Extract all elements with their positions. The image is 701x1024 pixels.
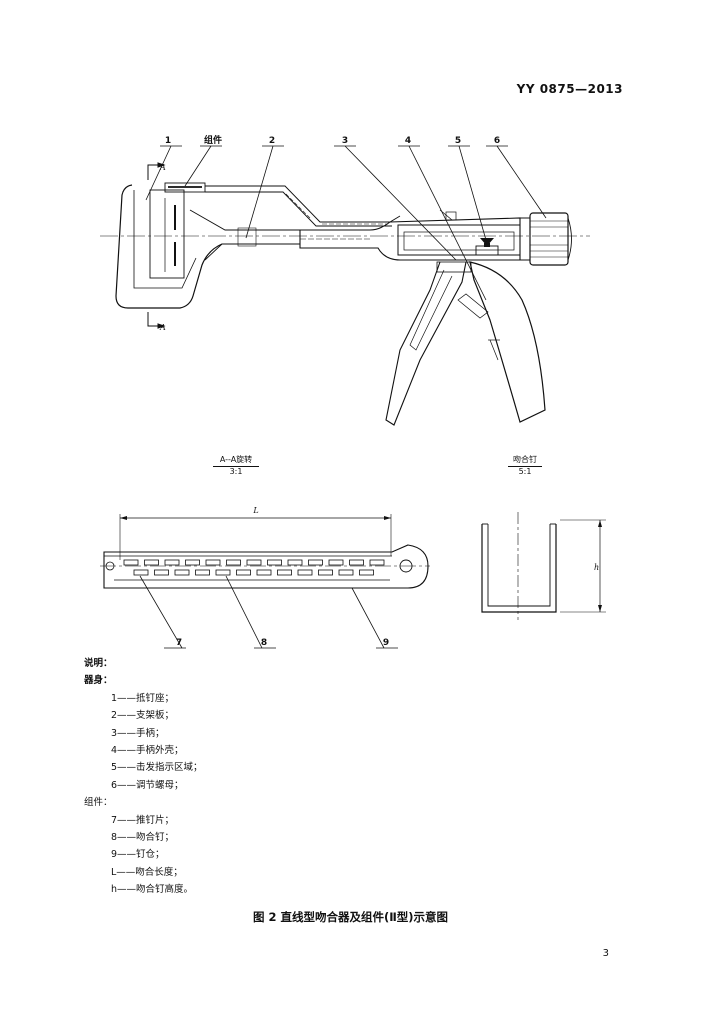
caption-section-label: A--A旋转: [219, 455, 253, 464]
staple-slot: [174, 569, 190, 576]
staple-slot: [215, 569, 231, 576]
staple-slot: [185, 559, 200, 566]
callout-2: 2: [269, 136, 275, 146]
staple-slot: [338, 569, 354, 576]
section-mark-bottom: A: [159, 323, 166, 332]
staple-slot: [226, 559, 241, 566]
legend-group-body: 器身：: [84, 675, 113, 687]
legend-item: 1——抵钉座；: [111, 692, 175, 704]
staple-slot: [236, 569, 251, 576]
staple-slot: [144, 559, 159, 566]
staple-slot: [256, 569, 272, 576]
staple-slot: [369, 559, 385, 566]
legend-item: 5——击发指示区域；: [111, 762, 203, 774]
legend-item: 4——手柄外壳；: [111, 745, 184, 757]
figure-title: 图 2 直线型吻合器及组件(Ⅱ型)示意图: [252, 910, 449, 924]
legend-item: 9——钉仓；: [111, 849, 165, 861]
callout-8: 8: [261, 638, 267, 648]
caption-staple-label: 吻合钉: [513, 455, 537, 464]
staple-slot: [123, 559, 139, 566]
legend-group-component: 组件：: [84, 797, 113, 809]
legend-item: 2——支架板；: [111, 710, 175, 722]
callout-6: 6: [494, 136, 500, 146]
cartridge-drawing: [100, 514, 430, 649]
caption-staple-scale: 5:1: [508, 466, 542, 477]
callout-labels: 1 组件 2 3 4 5 6 A A: [159, 134, 500, 332]
staple-slot: [195, 569, 210, 576]
staple-slot: [133, 569, 149, 576]
section-mark-top: A: [159, 163, 166, 172]
legend-item: L——吻合长度；: [111, 866, 183, 878]
staple-slot: [164, 559, 180, 566]
page-number: 3: [602, 948, 609, 959]
staple-slot: [277, 569, 292, 576]
legend-item: 3——手柄；: [111, 727, 165, 739]
caption-section: A--A旋转 3:1: [213, 455, 259, 477]
staple-slot: [154, 569, 169, 576]
stapler-diagram: 1 组件 2 3 4 5 6 A A L 7 8: [100, 134, 606, 649]
callout-7: 7: [176, 638, 182, 648]
legend-item: 7——推钉片；: [111, 814, 175, 826]
legend-item: 8——吻合钉；: [111, 832, 175, 844]
callout-4: 4: [405, 136, 411, 146]
staple-slot: [328, 559, 344, 566]
cartridge-labels: L 7 8 9: [176, 506, 389, 648]
standard-code: YY 0875—2013: [516, 82, 623, 96]
callout-component: 组件: [204, 134, 222, 146]
dimension-h: h: [594, 563, 599, 572]
staple-slot: [246, 559, 262, 566]
callout-9: 9: [383, 638, 389, 648]
staple-slot: [297, 569, 313, 576]
legend: 说明： 器身： 1——抵钉座； 2——支架板； 3——手柄； 4——手柄外壳； …: [84, 655, 203, 899]
callout-leaders: [145, 145, 547, 301]
callout-3: 3: [342, 136, 348, 146]
staple-slot: [318, 569, 333, 576]
staple-slot: [287, 559, 303, 566]
legend-item: h——吻合钉高度。: [111, 884, 194, 896]
staple-slot: [359, 569, 374, 576]
callout-1: 1: [165, 136, 171, 146]
stapler-body-drawing: [100, 162, 590, 426]
callout-5: 5: [455, 136, 461, 146]
staple-slot: [205, 559, 221, 566]
staple-drawing: [481, 512, 606, 620]
staple-slot: [349, 559, 364, 566]
caption-section-scale: 3:1: [213, 466, 259, 477]
legend-heading: 说明：: [84, 658, 113, 669]
legend-item: 6——调节螺母；: [111, 779, 184, 791]
dimension-L: L: [252, 506, 258, 515]
caption-staple: 吻合钉 5:1: [508, 455, 542, 477]
staple-slot: [308, 559, 323, 566]
staple-slot: [267, 559, 282, 566]
